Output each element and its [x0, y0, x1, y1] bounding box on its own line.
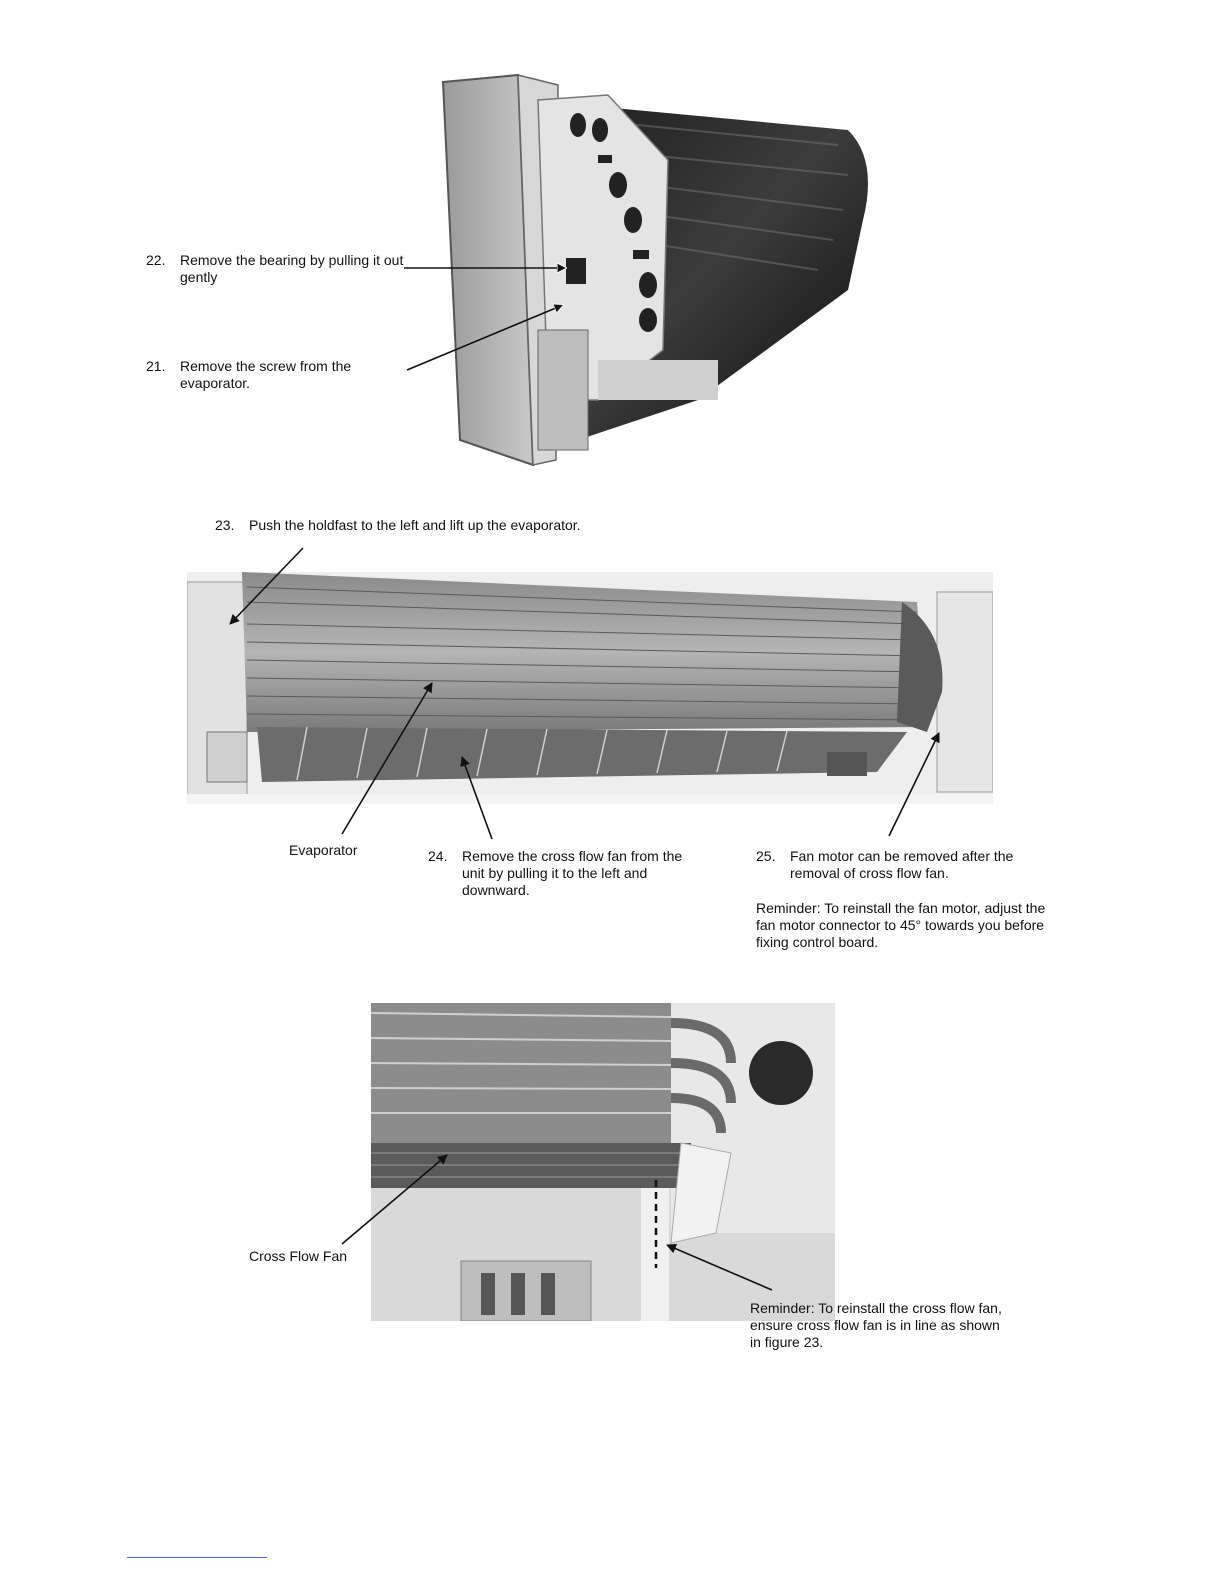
- step-25-number: 25.: [756, 848, 776, 864]
- label-cross-flow-fan: Cross Flow Fan: [249, 1248, 348, 1264]
- step-22-text: Remove the bearing by pulling it out gen…: [180, 252, 404, 285]
- step-23: 23. Push the holdfast to the left and li…: [215, 517, 735, 534]
- step-24-number: 24.: [428, 848, 448, 864]
- label-evaporator: Evaporator: [289, 842, 358, 858]
- photo-evaporator-front-view: [187, 572, 993, 804]
- step-22: 22. Remove the bearing by pulling it out…: [146, 252, 406, 286]
- step-25: 25. Fan motor can be removed after the r…: [756, 848, 1046, 882]
- reminder-cross-flow-fan: Reminder: To reinstall the cross flow fa…: [750, 1300, 1002, 1350]
- step-21-text: Remove the screw from the evaporator.: [180, 358, 352, 391]
- photo-unit-side-view: [438, 70, 878, 470]
- reminder-fan-motor: Reminder: To reinstall the fan motor, ad…: [756, 900, 1046, 950]
- step-24: 24. Remove the cross flow fan from the u…: [428, 848, 696, 899]
- step-23-number: 23.: [215, 517, 235, 533]
- photo-cross-flow-fan-closeup: [371, 1003, 835, 1321]
- step-21: 21. Remove the screw from the evaporator…: [146, 358, 396, 392]
- step-25-text: Fan motor can be removed after the remov…: [790, 848, 1014, 881]
- step-21-number: 21.: [146, 358, 166, 374]
- footer-rule: [127, 1557, 267, 1558]
- step-22-number: 22.: [146, 252, 166, 268]
- step-23-text: Push the holdfast to the left and lift u…: [249, 517, 581, 533]
- step-24-text: Remove the cross flow fan from the unit …: [462, 848, 683, 898]
